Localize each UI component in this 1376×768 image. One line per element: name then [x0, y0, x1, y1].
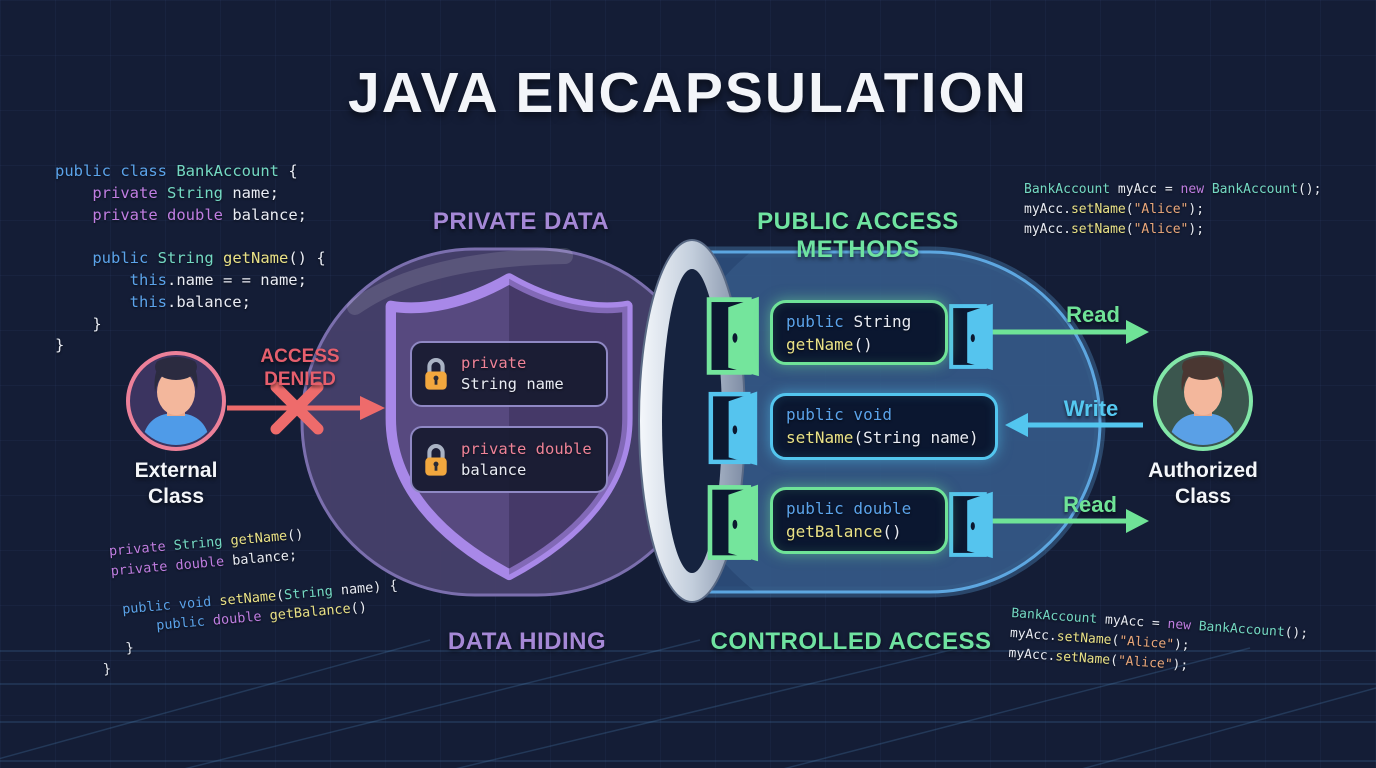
- code-snippet-class-definition: public class BankAccount { private Strin…: [55, 162, 326, 355]
- read-label-bottom: Read: [1063, 492, 1117, 517]
- door-open-icon-getbalance-left: [705, 480, 763, 565]
- read-arrow-top: [989, 320, 1149, 344]
- access-denied-label: ACCESS DENIED: [260, 346, 340, 390]
- read-arrow-bottom: [989, 509, 1149, 533]
- label-public-access-methods: PUBLIC ACCESS METHODS: [757, 208, 959, 263]
- authorized-class-avatar: [1153, 351, 1253, 451]
- door-open-icon-getname-right: [948, 297, 996, 376]
- code-snippet-usage-top: BankAccount myAcc = new BankAccount();my…: [1024, 182, 1322, 237]
- lock-icon: [425, 443, 447, 476]
- door-open-icon-getname-left: [705, 292, 763, 380]
- read-label-top: Read: [1066, 302, 1120, 327]
- label-private-data: PRIVATE DATA: [432, 208, 610, 235]
- label-data-hiding: DATA HIDING: [447, 628, 607, 655]
- external-class-avatar: [126, 351, 226, 451]
- capsule-highlight: [347, 248, 573, 315]
- code-snippet-members-bottom: private String getName() private double …: [100, 526, 399, 678]
- x-mark-icon: [270, 381, 324, 435]
- authorized-class-label: Authorized Class: [1148, 459, 1258, 508]
- write-arrow: [1005, 413, 1143, 437]
- door-open-icon-setname-left: [705, 387, 763, 469]
- external-class-label: External Class: [134, 459, 218, 508]
- page-title: JAVA ENCAPSULATION: [348, 61, 1028, 125]
- lock-icon: [425, 357, 447, 390]
- door-open-icon-getbalance-right: [948, 485, 996, 564]
- write-label: Write: [1063, 396, 1119, 421]
- perspective-grid-lines: [0, 639, 1376, 768]
- access-denied-arrow: [227, 381, 385, 435]
- label-controlled-access: CONTROLLED ACCESS: [710, 628, 992, 655]
